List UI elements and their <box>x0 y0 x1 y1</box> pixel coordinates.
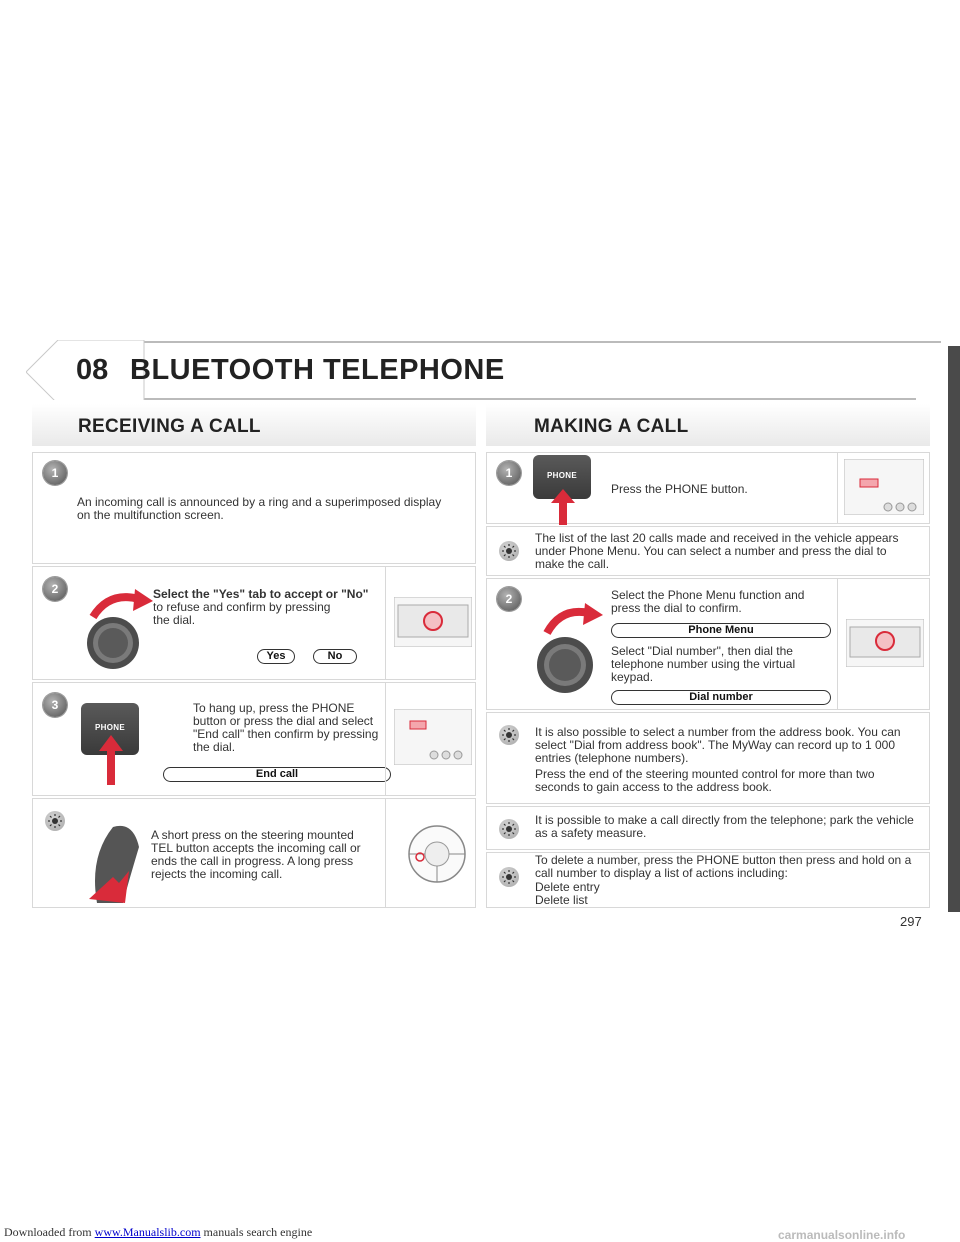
tip-icon <box>499 819 519 839</box>
page-number: 297 <box>900 914 922 929</box>
making-tip4-line3: Delete list <box>535 893 588 907</box>
receiving-step1-text: An incoming call is announced by a ring … <box>77 495 442 522</box>
step-number-1-right: 1 <box>497 461 521 485</box>
steering-control-icon <box>89 825 139 903</box>
phone-label: PHONE <box>95 723 125 732</box>
steering-image-box <box>385 799 475 907</box>
making-tip3-text: It is possible to make a call directly f… <box>535 813 914 840</box>
download-prefix: Downloaded from <box>4 1225 95 1239</box>
chapter-number: 08 <box>76 354 109 386</box>
radio-panel-image <box>844 459 924 515</box>
tip-icon <box>45 811 65 831</box>
making-tip4-panel: To delete a number, press the PHONE butt… <box>486 852 930 908</box>
phone-label-right: PHONE <box>547 471 577 480</box>
dial-icon-right <box>537 603 603 693</box>
receiving-step2-line3: the dial. <box>153 613 196 627</box>
phone-menu-button[interactable]: Phone Menu <box>611 623 831 638</box>
making-heading: MAKING A CALL <box>534 416 689 437</box>
chapter-badge-shape <box>26 340 941 400</box>
receiving-tip-panel: A short press on the steering mounted TE… <box>32 798 476 908</box>
making-tip2-panel: It is also possible to select a number f… <box>486 712 930 804</box>
making-step1-text: Press the PHONE button. <box>611 482 748 496</box>
chapter-title: BLUETOOTH TELEPHONE <box>130 354 505 386</box>
watermark: carmanualsonline.info <box>778 1228 906 1242</box>
receiving-heading-bar: RECEIVING A CALL <box>32 404 476 446</box>
making-step2-text1: Select the Phone Menu function and press… <box>611 588 805 615</box>
step-number-2: 2 <box>43 577 67 601</box>
radio-panel-image <box>394 597 472 647</box>
end-call-button[interactable]: End call <box>163 767 391 782</box>
making-tip2-text1: It is also possible to select a number f… <box>535 725 901 765</box>
making-tip4-line2: Delete entry <box>535 880 600 894</box>
tip-icon <box>499 867 519 887</box>
making-tip1-text: The list of the last 20 calls made and r… <box>535 531 899 571</box>
radio-panel-image <box>394 709 472 765</box>
dashboard-image-box-4 <box>837 579 929 709</box>
manualslib-link[interactable]: www.Manualslib.com <box>94 1225 201 1239</box>
receiving-step2-line2: to refuse and confirm by pressing <box>153 600 331 614</box>
up-arrow-icon <box>99 735 123 785</box>
up-arrow-icon-right <box>551 489 575 525</box>
step-number-1: 1 <box>43 461 67 485</box>
step-number-3: 3 <box>43 693 67 717</box>
download-suffix: manuals search engine <box>200 1225 313 1239</box>
radio-panel-image <box>846 619 924 667</box>
making-tip2-text2: Press the end of the steering mounted co… <box>535 767 875 794</box>
dial-icon <box>87 589 153 669</box>
yes-button[interactable]: Yes <box>257 649 295 664</box>
dashboard-image-box-3 <box>837 453 929 523</box>
no-button[interactable]: No <box>313 649 357 664</box>
receiving-step2-line1: Select the "Yes" tab to accept or "No" <box>153 587 369 601</box>
tip-icon <box>499 541 519 561</box>
making-tip4-line1: To delete a number, press the PHONE butt… <box>535 853 912 880</box>
dashboard-image-box <box>385 567 475 679</box>
steering-wheel-image <box>408 825 466 883</box>
receiving-step3-panel: 3 PHONE To hang up, press the PHONE butt… <box>32 682 476 796</box>
making-heading-bar: MAKING A CALL <box>486 404 930 446</box>
dial-number-button[interactable]: Dial number <box>611 690 831 705</box>
receiving-heading: RECEIVING A CALL <box>78 416 261 437</box>
receiving-step1-panel: 1 An incoming call is announced by a rin… <box>32 452 476 564</box>
making-tip3-panel: It is possible to make a call directly f… <box>486 806 930 850</box>
receiving-step2-panel: 2 Select the "Yes" tab to accept or "No"… <box>32 566 476 680</box>
dashboard-image-box-2 <box>385 683 475 795</box>
receiving-tip-text: A short press on the steering mounted TE… <box>151 828 361 881</box>
making-step2-text2: Select "Dial number", then dial the tele… <box>611 644 796 684</box>
tip-icon <box>499 725 519 745</box>
making-step2-panel: 2 Select the Phone Menu function and pre… <box>486 578 930 710</box>
making-step1-panel: 1 PHONE Press the PHONE button. <box>486 452 930 525</box>
step-number-2-right: 2 <box>497 587 521 611</box>
download-line: Downloaded from www.Manualslib.com manua… <box>4 1226 312 1239</box>
side-tab <box>948 346 960 912</box>
making-tip1-panel: The list of the last 20 calls made and r… <box>486 526 930 576</box>
receiving-step3-text: To hang up, press the PHONE button or pr… <box>193 701 379 754</box>
